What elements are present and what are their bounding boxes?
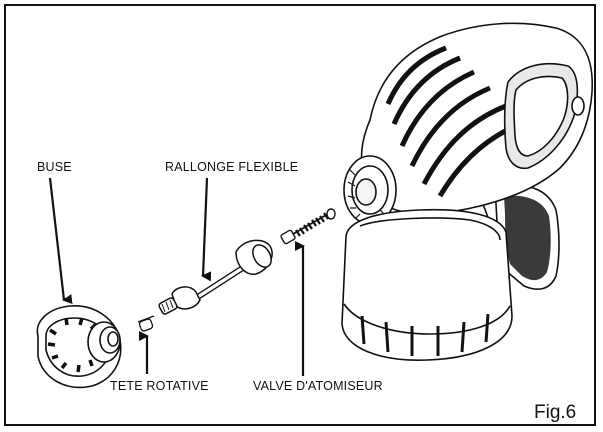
label-rallonge-flexible: RALLONGE FLEXIBLE	[165, 160, 299, 174]
arrow-buse	[48, 177, 73, 305]
leader-arrows	[48, 177, 305, 376]
label-buse: BUSE	[37, 160, 72, 174]
rotating-head	[137, 315, 155, 332]
figure-number: Fig.6	[534, 402, 577, 423]
arrow-rallonge	[201, 177, 212, 282]
spray-gun	[341, 22, 594, 361]
label-tete-rotative: TETE ROTATIVE	[110, 379, 209, 393]
label-valve-atomiseur: VALVE D'ATOMISEUR	[253, 379, 383, 393]
nozzle	[36, 305, 122, 389]
atomizer-valve	[280, 208, 336, 245]
flexible-extension	[158, 239, 273, 315]
